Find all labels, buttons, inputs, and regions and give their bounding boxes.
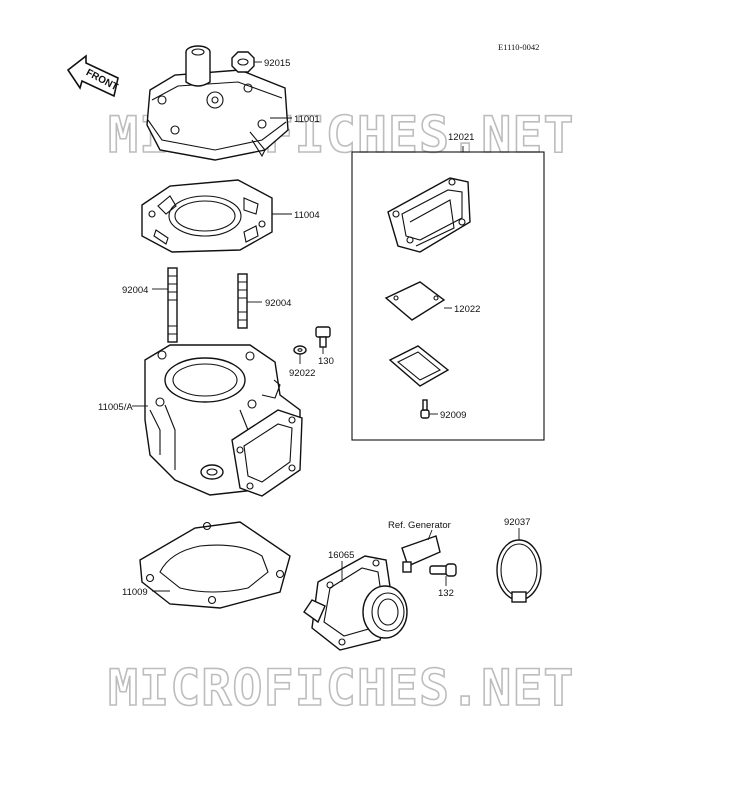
reed-valve-kit-box (351, 151, 545, 441)
cylinder-head[interactable] (146, 45, 289, 161)
intake-manifold[interactable] (303, 555, 408, 651)
label-11005a: 11005/A (98, 402, 133, 413)
bolt-132[interactable] (429, 563, 457, 577)
label-16065: 16065 (328, 550, 354, 561)
label-132: 132 (438, 588, 454, 599)
label-92009: 92009 (440, 410, 466, 421)
label-92004-right: 92004 (265, 298, 291, 309)
stud-right[interactable] (237, 273, 248, 329)
reed-valve-block[interactable] (387, 177, 471, 253)
screw-92009[interactable] (420, 399, 430, 419)
label-92015: 92015 (264, 58, 290, 69)
label-ref-generator: Ref. Generator (388, 520, 451, 531)
label-130: 130 (318, 356, 334, 367)
label-12022: 12022 (454, 304, 480, 315)
label-11001: 11001 (294, 114, 320, 125)
label-92022: 92022 (289, 368, 315, 379)
watermark-bottom: MICROFICHES.NET (108, 659, 575, 717)
front-arrow-icon: FRONT (66, 54, 120, 98)
cylinder[interactable] (144, 344, 303, 497)
clamp-92037[interactable] (496, 539, 542, 603)
label-11009: 11009 (122, 587, 148, 598)
stud-left[interactable] (167, 267, 178, 343)
base-gasket[interactable] (139, 521, 291, 609)
diagram-code: E1110-0042 (498, 42, 539, 52)
label-11004: 11004 (294, 210, 320, 221)
head-gasket[interactable] (141, 179, 273, 253)
label-92004-left: 92004 (122, 285, 148, 296)
generator-bracket[interactable] (401, 535, 441, 573)
label-12021: 12021 (448, 132, 474, 143)
reed-stopper[interactable] (388, 345, 450, 387)
bolt-130[interactable] (315, 326, 331, 348)
label-92037: 92037 (504, 517, 530, 528)
nut-92015[interactable] (231, 51, 255, 73)
leader-ref-generator (427, 529, 433, 541)
reed-petal[interactable] (384, 281, 446, 321)
washer-92022[interactable] (293, 345, 307, 355)
